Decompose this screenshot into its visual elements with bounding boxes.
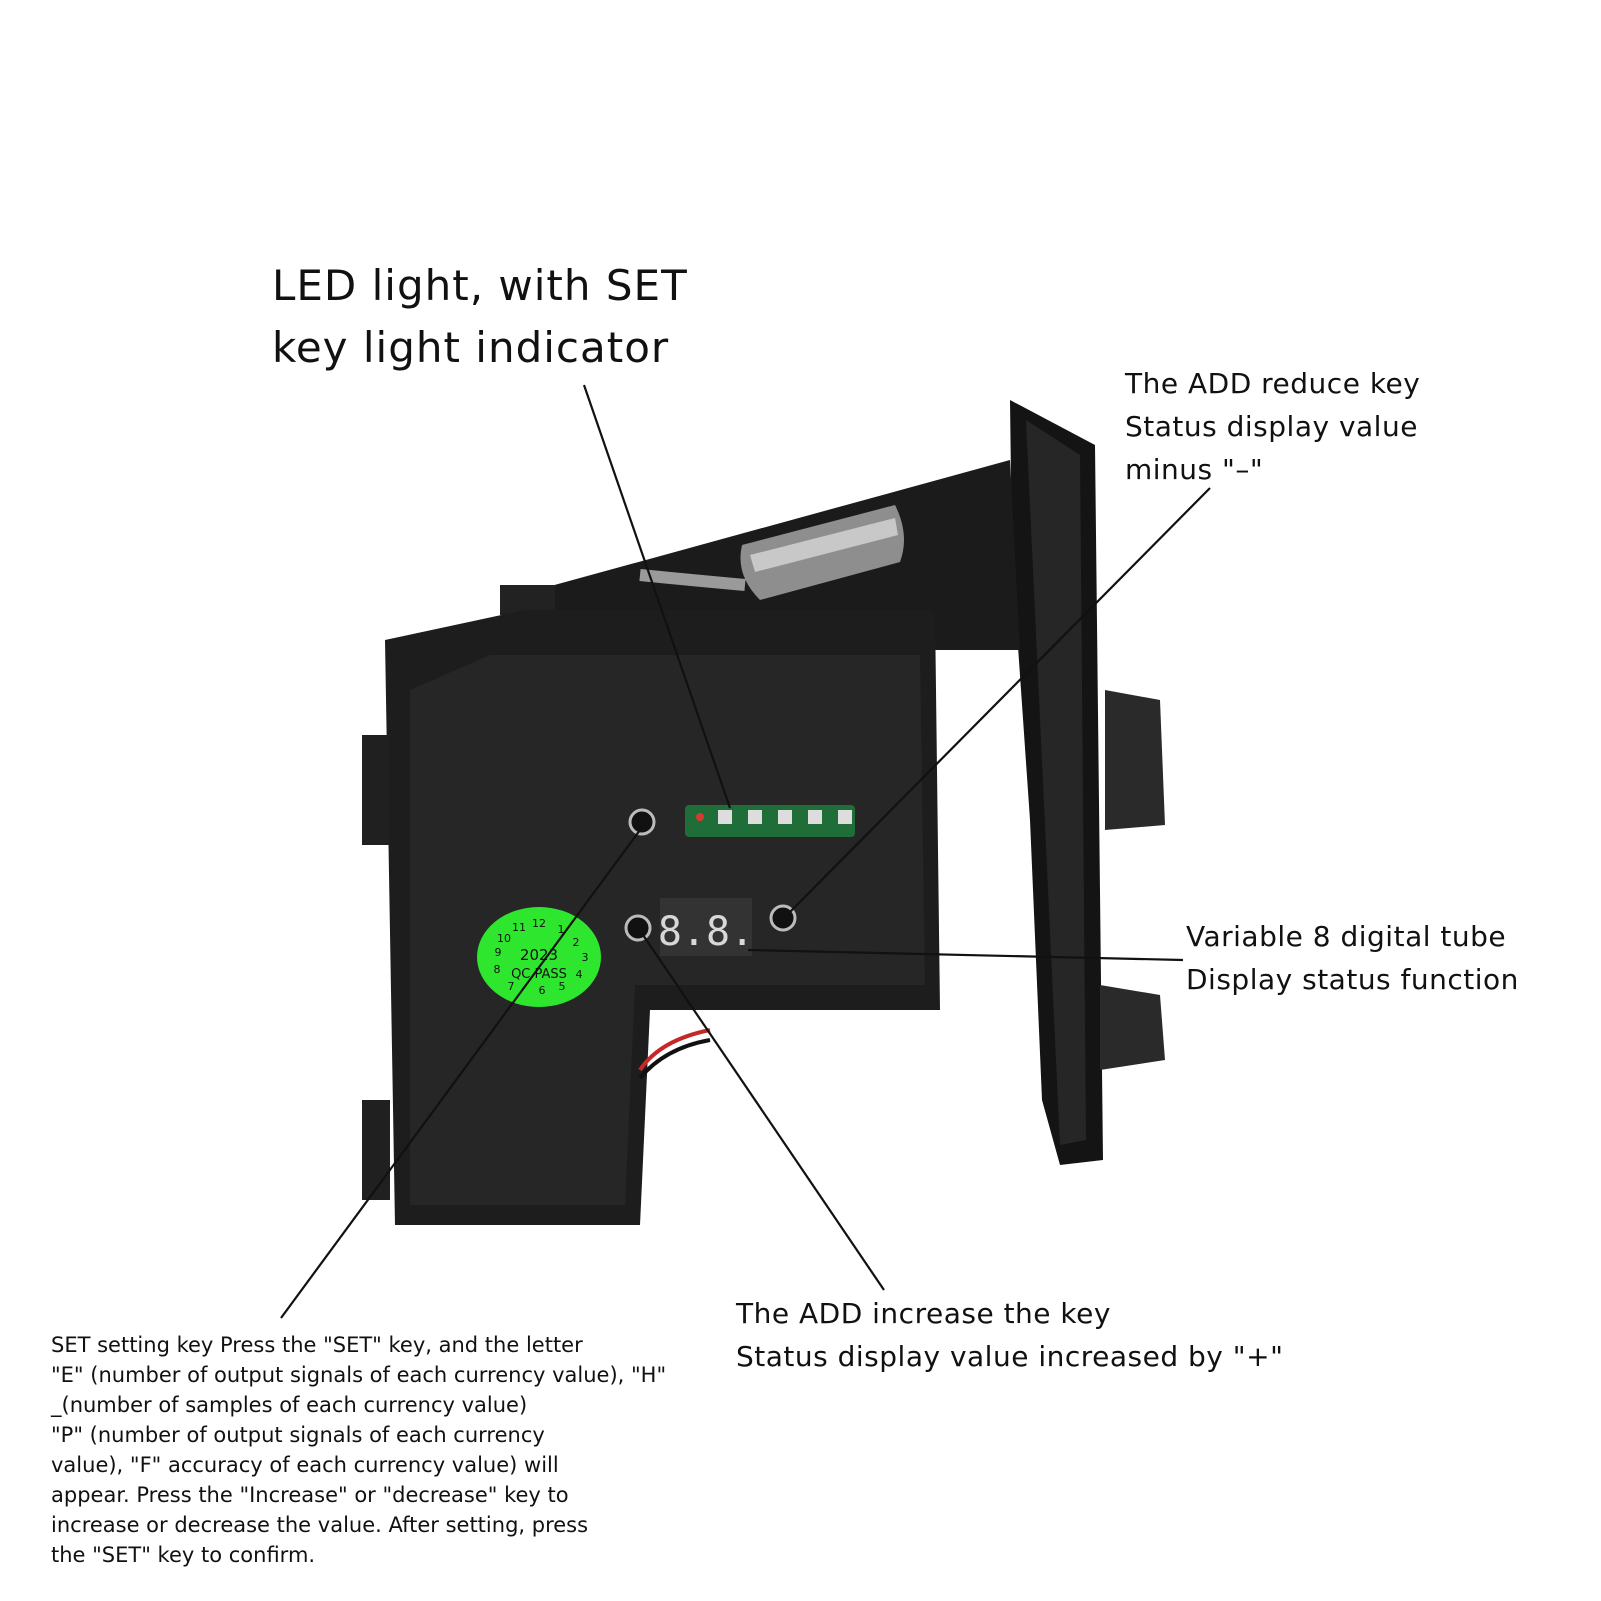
display-digits: 8.8. <box>658 909 754 955</box>
qc-dial-number: 5 <box>559 980 566 993</box>
callout-set-key: SET setting key Press the "SET" key, and… <box>51 1333 667 1567</box>
callout-increase-key: The ADD increase the key Status display … <box>736 1297 1284 1373</box>
wires <box>638 1028 711 1072</box>
qc-dial-number: 3 <box>582 951 589 964</box>
qc-dial-number: 1 <box>558 923 565 936</box>
qc-dial-number: 8 <box>494 963 501 976</box>
qc-dial-number: 2 <box>573 936 580 949</box>
callout-reduce-key: The ADD reduce key Status display value … <box>1125 367 1421 486</box>
reduce-button <box>769 904 797 932</box>
qc-dial-number: 6 <box>539 984 546 997</box>
leader-increase <box>642 934 885 1291</box>
qc-dial-number: 4 <box>576 968 583 981</box>
callout-led-light: LED light, with SET key light indicator <box>272 261 688 372</box>
qc-dial-number: 10 <box>497 932 511 945</box>
qc-dial-number: 7 <box>508 980 515 993</box>
qc-sticker <box>477 907 601 1007</box>
qc-sticker-dial: 12 1 2 3 4 5 6 7 8 9 10 11 <box>494 917 589 997</box>
qc-sticker-year: 2023 <box>520 946 558 964</box>
set-button <box>628 808 656 836</box>
qc-dial-number: 12 <box>532 917 546 930</box>
qc-dial-number: 9 <box>495 946 502 959</box>
leader-led <box>582 384 732 809</box>
digital-display <box>660 898 752 956</box>
leader-set <box>280 829 641 1319</box>
led-pcb <box>685 805 855 837</box>
side-clip-lower <box>1100 985 1165 1070</box>
leader-reduce <box>789 487 1211 913</box>
leader-tube <box>747 948 1184 962</box>
side-clip-upper <box>1105 690 1165 830</box>
qc-dial-number: 11 <box>512 921 526 934</box>
callout-digital-tube: Variable 8 digital tube Display status f… <box>1186 920 1519 996</box>
left-clip-lower <box>362 1100 390 1200</box>
increase-button <box>624 914 652 942</box>
left-clip-upper <box>362 735 390 845</box>
qc-sticker-text: QC PASS <box>511 967 567 982</box>
